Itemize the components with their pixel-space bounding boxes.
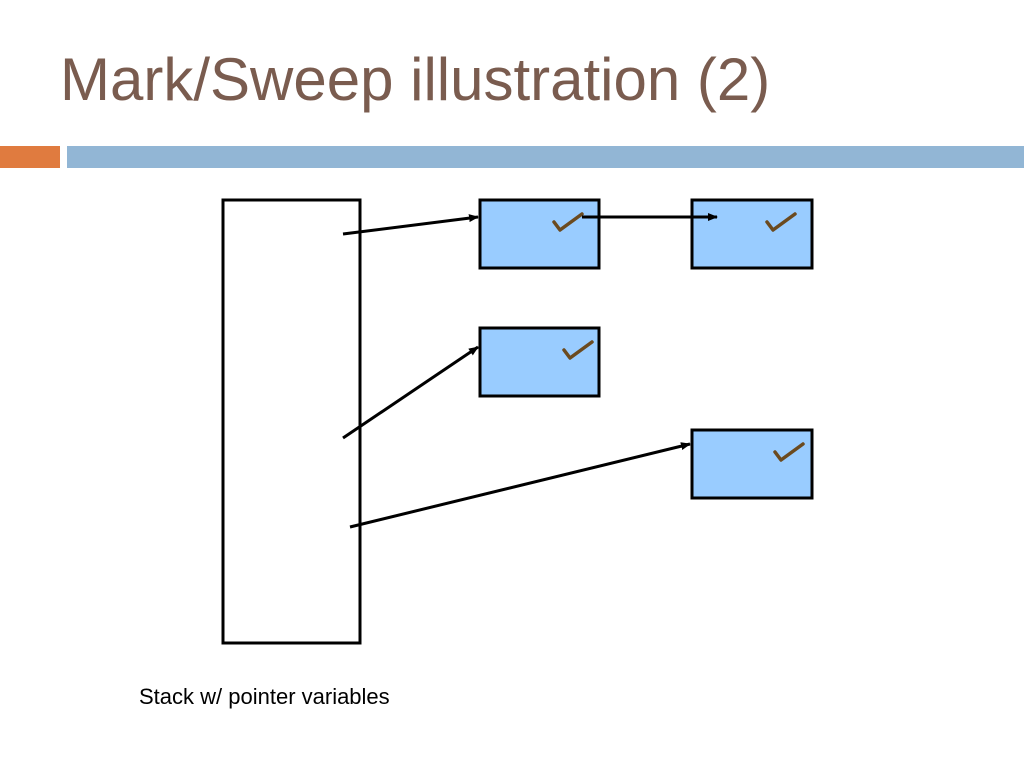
- check-mark-icon: [562, 340, 594, 360]
- accent-bar-orange: [0, 146, 60, 168]
- accent-bar-blue: [67, 146, 1024, 168]
- slide-title: Mark/Sweep illustration (2): [60, 46, 771, 113]
- stack-frame: [221, 198, 362, 645]
- heap-object-3: [478, 326, 601, 398]
- heap-object-4: [690, 428, 814, 500]
- pointer-arrow-stack-to-object-4: [349, 442, 691, 529]
- pointer-arrow-stack-to-object-1: [342, 214, 479, 236]
- check-mark-icon: [552, 212, 584, 232]
- heap-object-2: [690, 198, 814, 270]
- stack-caption: Stack w/ pointer variables: [139, 684, 390, 709]
- check-mark-icon: [773, 442, 805, 462]
- pointer-arrow-stack-to-object-3: [342, 345, 479, 440]
- check-mark-icon: [765, 212, 797, 232]
- heap-object-1: [478, 198, 601, 270]
